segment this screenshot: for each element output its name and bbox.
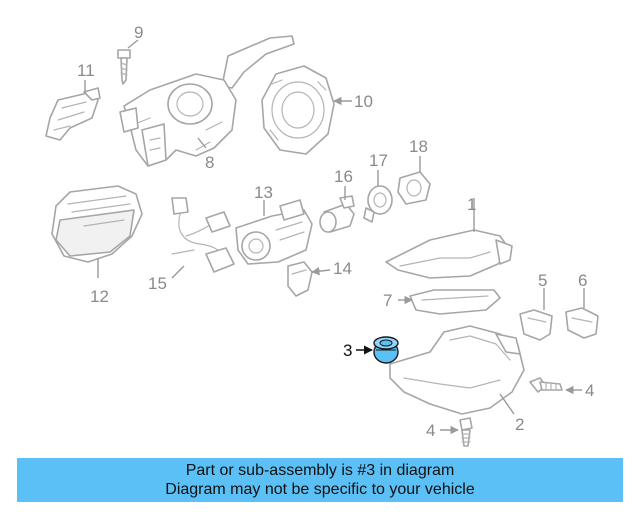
- label-3: 3: [343, 341, 352, 360]
- part-12-module: [51, 185, 143, 263]
- label-13: 13: [254, 183, 273, 202]
- part-15-harness: [171, 197, 235, 273]
- label-17: 17: [369, 151, 388, 170]
- label-18: 18: [409, 137, 428, 156]
- part-7-trim-panel: [409, 289, 501, 315]
- info-banner-bg: [17, 458, 623, 502]
- label-4b: 4: [426, 421, 435, 440]
- part-9-screw: [117, 49, 131, 85]
- part-14-switch: [287, 261, 313, 297]
- part-3-grommet-highlighted[interactable]: [373, 336, 399, 364]
- label-15: 15: [148, 274, 167, 293]
- label-1: 1: [467, 195, 476, 214]
- label-9: 9: [134, 23, 143, 42]
- part-18-trim-ring: [397, 171, 431, 205]
- part-2-lower-cover: [389, 325, 525, 415]
- label-10: 10: [354, 92, 373, 111]
- part-17-bezel: [363, 185, 393, 223]
- label-5: 5: [538, 271, 547, 290]
- label-16: 16: [334, 167, 353, 186]
- label-11: 11: [77, 61, 95, 80]
- label-7: 7: [383, 291, 392, 310]
- part-11-bracket: [45, 87, 101, 141]
- label-4a: 4: [585, 381, 594, 400]
- label-12: 12: [90, 287, 109, 306]
- part-13-ignition-lock: [235, 199, 313, 265]
- banner-line-1: Part or sub-assembly is #3 in diagram: [185, 462, 455, 479]
- part-1-upper-cover: [385, 229, 513, 279]
- part-5-clip: [519, 309, 553, 341]
- part-16-lock-cylinder: [319, 195, 355, 233]
- label-2: 2: [515, 415, 524, 434]
- banner-line-2: Diagram may not be specific to your vehi…: [165, 481, 475, 498]
- part-4-screw-right: [529, 377, 563, 393]
- label-8: 8: [205, 153, 214, 172]
- part-4-screw-bottom: [459, 417, 473, 447]
- label-14: 14: [333, 259, 352, 278]
- part-10-clock-spring: [261, 65, 335, 155]
- label-6: 6: [578, 271, 587, 290]
- info-banner: Part or sub-assembly is #3 in diagram Di…: [17, 458, 623, 502]
- part-6-clip: [565, 307, 599, 339]
- part-8-combination-switch: [119, 35, 295, 167]
